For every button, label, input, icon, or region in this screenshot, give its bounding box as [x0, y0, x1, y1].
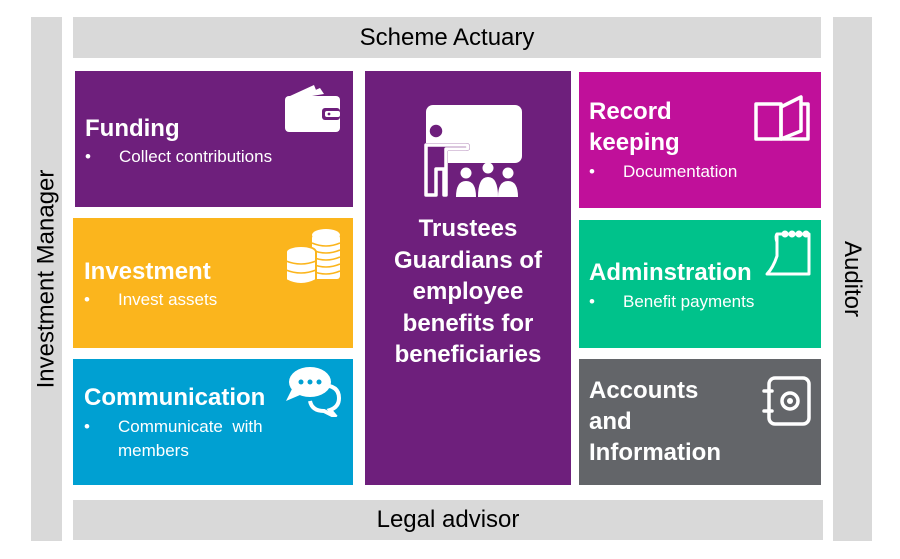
- record-keeping-bullet-text: Documentation: [623, 162, 738, 181]
- funding-bullet-text: Collect contributions: [119, 147, 273, 166]
- administration-bullet: • Benefit payments: [589, 290, 754, 314]
- bullet-dot: •: [589, 162, 595, 181]
- accounts-box: Accounts and Information: [579, 359, 821, 485]
- bullet-dot: •: [589, 292, 595, 311]
- presentation-icon: [424, 105, 522, 197]
- trustees-line-2: Guardians of: [393, 246, 543, 274]
- administration-title: Adminstration: [589, 259, 752, 286]
- bullet-dot: •: [85, 147, 91, 166]
- accounts-title-line2: and: [589, 408, 632, 435]
- funding-box: Funding • Collect contributions: [75, 71, 353, 207]
- auditor-label: Auditor: [839, 240, 867, 318]
- investment-bullet: • Invest assets: [84, 288, 217, 312]
- chat-bubbles-icon: [286, 367, 342, 417]
- communication-bullet-text: Communicate with members: [118, 415, 263, 463]
- record-keeping-title-line2: keeping: [589, 129, 680, 156]
- investment-manager-band: Investment Manager: [31, 17, 62, 541]
- accounts-title-line1: Accounts: [589, 377, 699, 404]
- record-keeping-title-line1: Record: [589, 98, 672, 125]
- scheme-actuary-band: Scheme Actuary: [73, 17, 821, 58]
- record-keeping-box: Record keeping • Documentation: [579, 72, 821, 208]
- trustees-line-4: benefits for: [402, 309, 534, 337]
- funding-bullet: • Collect contributions: [85, 145, 272, 169]
- calendar-icon: [765, 230, 811, 276]
- communication-bullet-line2: members: [118, 441, 189, 460]
- administration-bullet-text: Benefit payments: [623, 292, 755, 311]
- administration-box: Adminstration • Benefit payments: [579, 220, 821, 348]
- coins-icon: [285, 229, 341, 285]
- trustees-line-3: employee: [412, 278, 524, 305]
- trustees-box: Trustees Guardians of employee benefits …: [365, 71, 571, 485]
- book-icon: [754, 95, 810, 141]
- communication-box: Communication • Communicate with members: [73, 359, 353, 485]
- safe-icon: [762, 376, 811, 426]
- communication-bullet-line1: Communicate with: [118, 417, 263, 436]
- legal-advisor-label: Legal advisor: [376, 506, 520, 533]
- investment-box: Investment • Invest assets: [73, 218, 353, 348]
- trustees-line-1: Trustees: [418, 215, 518, 242]
- bullet-dot: •: [84, 417, 90, 436]
- investment-manager-label: Investment Manager: [32, 169, 60, 389]
- communication-title: Communication: [84, 384, 266, 411]
- investment-bullet-text: Invest assets: [118, 290, 218, 309]
- bullet-dot: •: [84, 290, 90, 309]
- trustees-line-5: beneficiaries: [394, 341, 542, 368]
- communication-bullet: • Communicate with members: [84, 415, 263, 463]
- accounts-title-line3: Information: [589, 439, 721, 466]
- legal-advisor-band: Legal advisor: [73, 500, 823, 540]
- wallet-icon: [285, 85, 340, 132]
- funding-title: Funding: [85, 115, 180, 142]
- record-keeping-bullet: • Documentation: [589, 160, 737, 184]
- investment-title: Investment: [84, 258, 211, 285]
- scheme-actuary-label: Scheme Actuary: [359, 23, 535, 51]
- auditor-band: Auditor: [833, 17, 872, 541]
